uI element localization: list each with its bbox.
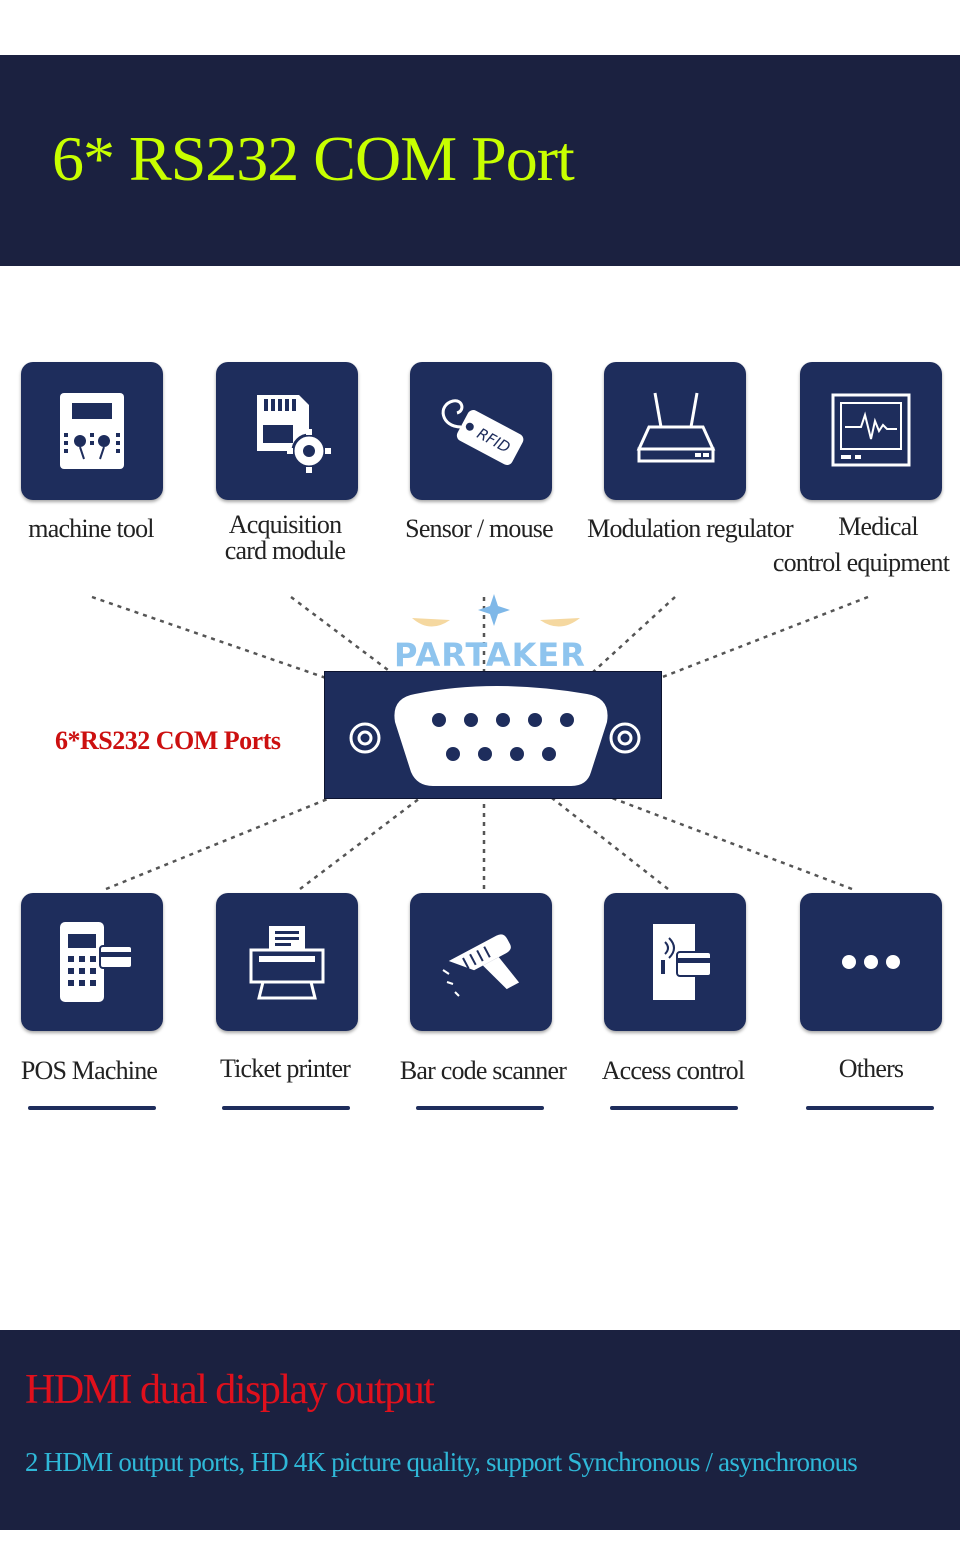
- tile-ticket-printer: [216, 893, 358, 1031]
- label-machine-tool: machine tool: [28, 514, 154, 543]
- divider: [610, 1106, 738, 1110]
- printer-icon: [249, 926, 325, 1000]
- section-title: HDMI dual display output: [25, 1367, 435, 1413]
- com-ports-label: 6*RS232 COM Ports: [55, 726, 281, 755]
- pos-terminal-icon: [60, 922, 133, 1002]
- tile-machine-tool: [21, 362, 163, 500]
- more-dots-icon: [842, 955, 900, 969]
- line-access: [551, 797, 669, 890]
- label-access-control: Access control: [601, 1056, 745, 1085]
- db9-serial-connector-icon: [349, 686, 641, 786]
- header-band: [0, 55, 960, 266]
- router-icon: [636, 392, 716, 463]
- line-machine-tool: [91, 595, 327, 680]
- label-pos-machine: POS Machine: [20, 1056, 158, 1085]
- label-medical-line2: control equipment: [772, 548, 950, 577]
- tile-barcode-scanner: [410, 893, 552, 1031]
- monitor-waveform-icon: [831, 393, 911, 467]
- divider: [416, 1106, 544, 1110]
- tile-others: [800, 893, 942, 1031]
- line-pos: [105, 796, 331, 891]
- access-card-icon: [653, 924, 712, 1000]
- divider: [28, 1106, 156, 1110]
- line-acquisition: [290, 596, 393, 674]
- watermark-text: PARTAKER: [394, 636, 586, 674]
- tile-pos-machine: [21, 893, 163, 1031]
- tile-sensor-mouse: RFID: [410, 362, 552, 500]
- tile-medical-equipment: [800, 362, 942, 500]
- label-others: Others: [838, 1054, 904, 1083]
- barcode-scanner-icon: [442, 934, 520, 997]
- db9-connector: [324, 671, 662, 799]
- line-others: [611, 796, 853, 891]
- footer-band: [0, 1330, 960, 1530]
- page-title: 6* RS232 COM Port: [52, 123, 575, 194]
- line-medical: [659, 595, 869, 680]
- tile-acquisition-card: [216, 362, 358, 500]
- tile-access-control: [604, 893, 746, 1031]
- tile-modulation-regulator: [604, 362, 746, 500]
- label-acquisition-line1: Acquisition: [228, 510, 342, 539]
- line-ticket: [299, 797, 421, 890]
- sd-card-gear-icon: [257, 395, 331, 473]
- label-ticket-printer: Ticket printer: [219, 1054, 351, 1083]
- label-acquisition-line2: card module: [224, 536, 346, 565]
- divider: [222, 1106, 350, 1110]
- machine-tool-icon: [60, 393, 124, 469]
- label-barcode-scanner: Bar code scanner: [399, 1056, 567, 1085]
- section-description: 2 HDMI output ports, HD 4K picture quali…: [25, 1447, 858, 1477]
- rfid-tag-icon: RFID: [441, 399, 524, 465]
- partaker-watermark-logo: PARTAKER: [394, 594, 586, 674]
- label-medical-line1: Medical: [838, 512, 918, 541]
- divider: [806, 1106, 934, 1110]
- label-modulation-regulator: Modulation regulator: [587, 514, 793, 543]
- line-modulation: [591, 596, 676, 674]
- label-sensor-mouse: Sensor / mouse: [405, 514, 553, 543]
